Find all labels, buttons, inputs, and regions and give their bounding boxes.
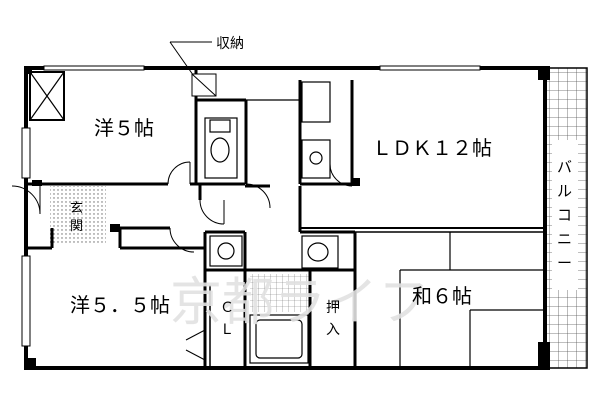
door-swings xyxy=(11,161,353,361)
washing-machine-icon xyxy=(301,235,339,269)
entrance-label-1: 玄 xyxy=(70,201,83,216)
room-label-japanese-6: 和６帖 xyxy=(412,284,472,308)
balcony-label-char: バ xyxy=(557,158,572,176)
storage-leader xyxy=(169,41,217,97)
bathtub-icon xyxy=(249,314,309,364)
entrance-label-2: 関 xyxy=(70,219,83,234)
oshiire-label-2: 入 xyxy=(326,322,340,338)
tatami-lines xyxy=(399,232,545,368)
washbasin-icon xyxy=(209,235,243,267)
balcony-label-char: ー xyxy=(557,254,572,272)
room-label-western-5: 洋５帖 xyxy=(94,116,154,140)
windows xyxy=(21,65,481,347)
room-label-western-5-5: 洋５．５帖 xyxy=(70,293,170,317)
storage-label: 収納 xyxy=(216,36,244,52)
balcony xyxy=(544,67,588,369)
room-label-ldk-12: ＬＤＫ１２帖 xyxy=(372,136,492,160)
watermark: 京都ライフ xyxy=(170,273,430,333)
balcony-label-char: ル xyxy=(557,182,572,200)
entrance-floor xyxy=(50,186,106,244)
closet-label-2: Ｌ xyxy=(220,322,234,338)
closet-label-1: Ｃ xyxy=(220,300,234,316)
oshiire-label-1: 押 xyxy=(326,300,340,316)
toilet-icon xyxy=(204,117,238,179)
bath-floor xyxy=(250,274,310,312)
balcony-label-char: コ xyxy=(557,206,572,224)
kitchen-counter-icon xyxy=(301,81,331,179)
balcony-label-char: ニ xyxy=(557,230,572,248)
